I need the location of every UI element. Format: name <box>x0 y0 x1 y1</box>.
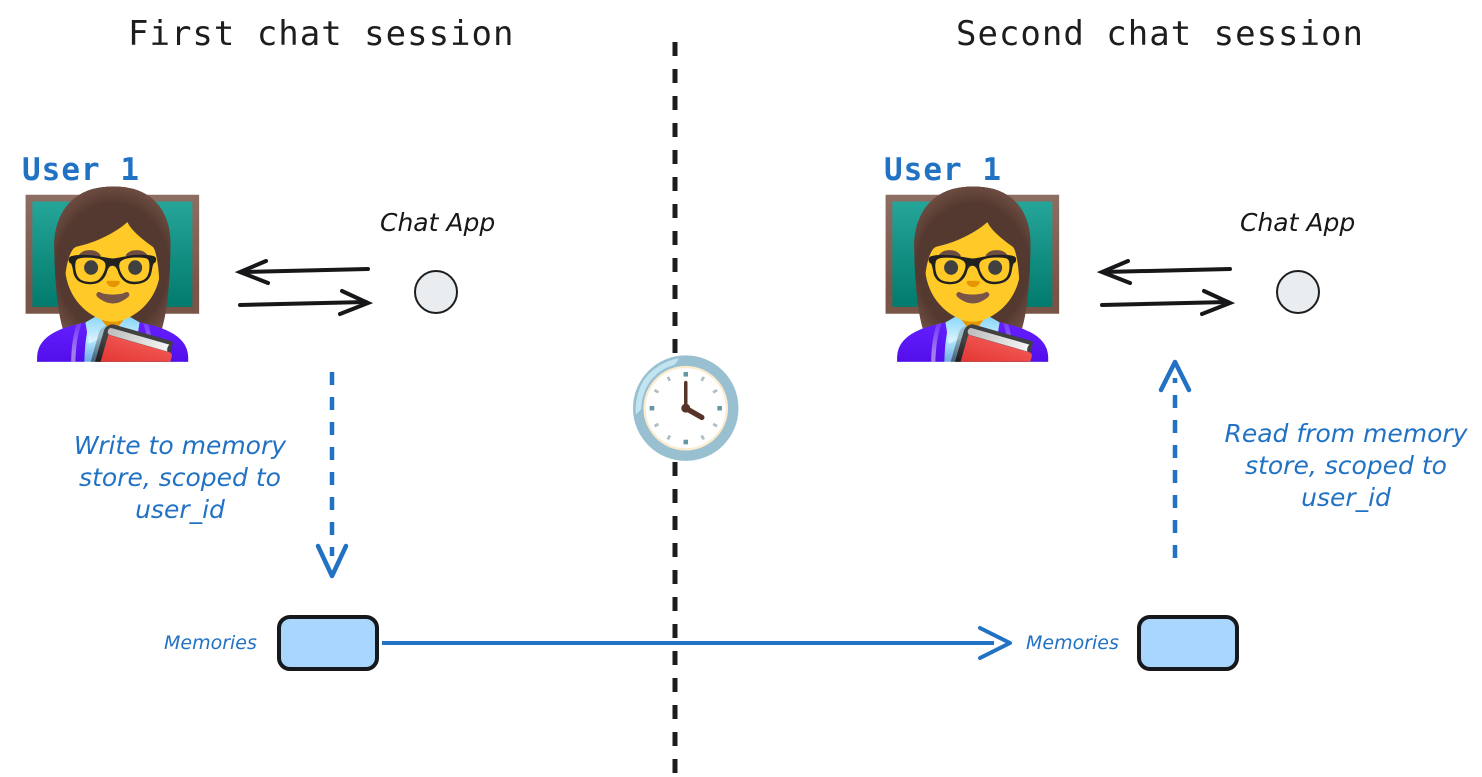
left-avatar: 👩‍🏫 <box>14 183 211 367</box>
left-memory-store-box <box>277 615 379 671</box>
right-chat-app-circle-icon <box>1276 270 1320 314</box>
session-divider <box>667 42 683 372</box>
right-read-arrow-icon <box>1152 359 1200 560</box>
right-exchange-arrows-icon <box>1096 258 1238 318</box>
right-user-label: User 1 <box>884 152 1002 188</box>
left-session-title: First chat session <box>128 14 515 54</box>
session-divider-lower <box>667 462 683 774</box>
memory-persistence-arrow <box>380 624 1020 664</box>
left-chat-app-label: Chat App <box>380 208 496 237</box>
left-exchange-arrows-icon <box>234 258 376 318</box>
left-memories-label: Memories <box>164 632 257 654</box>
left-chat-app-circle-icon <box>414 270 458 314</box>
left-flow-note: Write to memory store, scoped to user_id <box>73 431 287 524</box>
right-flow-note: Read from memory store, scoped to user_i… <box>1224 419 1468 512</box>
left-write-arrow-icon <box>310 370 358 580</box>
left-user-label: User 1 <box>22 152 140 188</box>
right-avatar: 👩‍🏫 <box>874 183 1071 367</box>
right-chat-app-label: Chat App <box>1240 208 1356 237</box>
right-memories-label: Memories <box>1026 632 1119 654</box>
right-memory-store-box <box>1137 615 1239 671</box>
right-session-title: Second chat session <box>956 14 1364 54</box>
clock-icon: 🕓 <box>626 352 746 464</box>
